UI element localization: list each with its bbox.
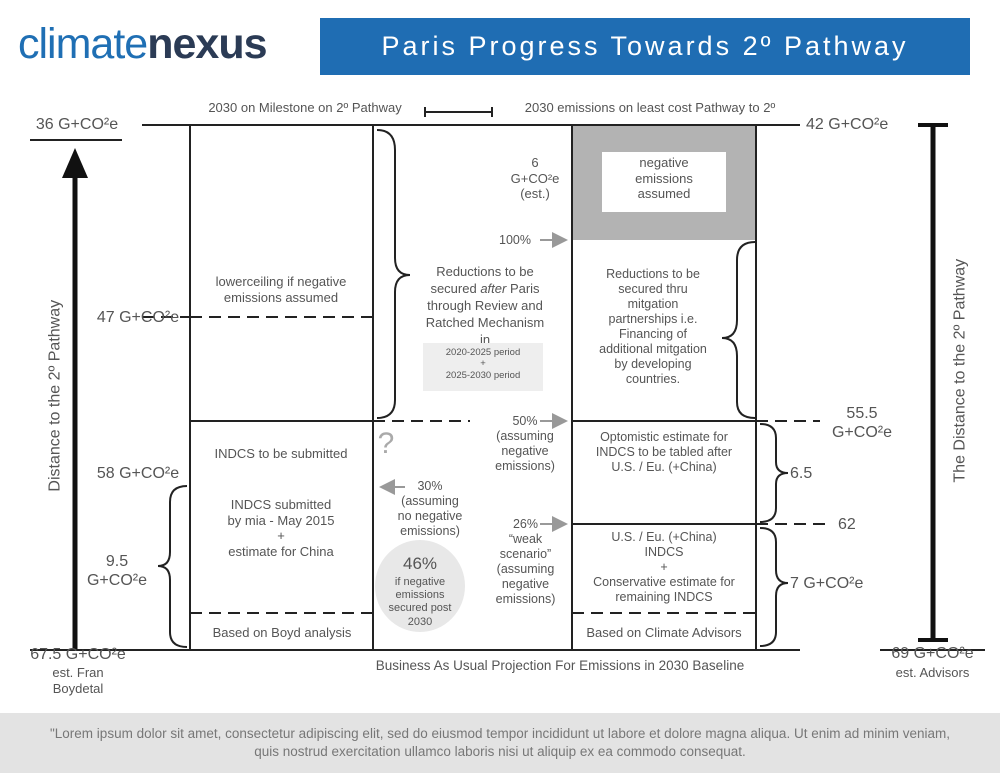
logo-text-nex: nex: [147, 20, 219, 68]
climatenexus-logo: climatenexus: [18, 20, 268, 69]
col2-reductions: Reductions to be secured after Paris thr…: [425, 264, 545, 347]
brace-mid: [376, 129, 411, 419]
col1-indcs-to-submit: INDCS to be submitted: [214, 446, 348, 461]
col1-lower-ceiling: lowerceiling if negative emissions assum…: [215, 274, 347, 305]
pct50-label: 50% (assuming negative emissions): [495, 414, 555, 473]
right-bottom-value: 69 G+CO²e: [891, 645, 974, 662]
col2-pct30: 30% (assuming no negative emissions): [397, 479, 463, 538]
right-top-value: 42 G+CO²e: [806, 116, 889, 133]
right-62-value: 62: [838, 516, 856, 533]
col3-partnerships: Reductions to be secured thru mitgation …: [599, 267, 707, 386]
col2-periods: 2020-2025 period + 2025-2030 period: [423, 343, 543, 391]
diagram-lines: [30, 107, 985, 651]
pct46-circle: [375, 540, 465, 632]
left-top-value: 36 G+CO²e: [35, 116, 119, 133]
col1-indcs-submitted: INDCS submitted by mia - May 2015 + esti…: [227, 497, 335, 559]
right-6-5-value: 6.5: [790, 465, 813, 482]
right-7-value: 7 G+CO²e: [790, 575, 864, 592]
left-bottom-note: est. Fran Boydetal: [52, 665, 104, 696]
pct26-label: 26% “weak scenario” (assuming negative e…: [495, 517, 556, 606]
footer-quote: "Lorem ipsum dolor sit amet, consectetur…: [0, 713, 1000, 773]
brace-right-upper: [721, 241, 756, 419]
left-58-value: 58 G+CO²e: [96, 465, 180, 482]
col3-advisors: Based on Climate Advisors: [586, 625, 742, 640]
pct100-label: 100%: [499, 233, 531, 247]
col3-conservative: U.S. / Eu. (+China) INDCS + Conservative…: [593, 530, 735, 604]
page-title: Paris Progress Towards 2º Pathway: [320, 18, 970, 75]
col1-boyd: Based on Boyd analysis: [212, 625, 352, 640]
col2-question: ?: [377, 427, 395, 460]
right-bottom-note: est. Advisors: [895, 665, 970, 680]
col3-negative: negative emissions assumed: [635, 155, 693, 202]
top-left-label: 2030 on Milestone on 2º Pathway: [208, 100, 402, 115]
logo-text-climate: climate: [18, 20, 148, 68]
logo-text-us: us: [218, 20, 267, 68]
right-55-value: 55.5 G+CO²e: [831, 405, 892, 442]
col3-optimistic: Optomistic estimate for INDCS to be tabl…: [595, 430, 733, 474]
col2-pct46: 46%: [402, 554, 438, 573]
neg-6-value: 6 G+CO²e (est.): [510, 155, 560, 202]
bottom-baseline-label: Business As Usual Projection For Emissio…: [375, 658, 745, 673]
left-mid-value: 47 G+CO²e: [96, 309, 180, 326]
left-side-label: Distance to the 2º Pathway: [46, 299, 64, 492]
right-side-label: The Distance to the 2º Pathway: [951, 258, 969, 483]
top-right-label: 2030 emissions on least cost Pathway to …: [524, 100, 776, 115]
col2-pct46-note: if negative emissions secured post 2030: [388, 576, 452, 628]
left-bracket-value: 9.5 G+CO²e: [86, 553, 147, 590]
left-bottom-value: 67.5 G+CO²e: [30, 646, 126, 663]
